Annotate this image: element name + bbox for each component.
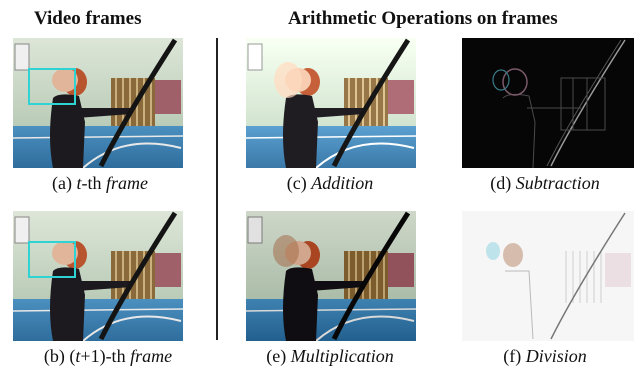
- caption-d-word: Subtraction: [515, 173, 600, 193]
- caption-a-mid: -th: [81, 173, 106, 193]
- caption-f-word: Division: [525, 346, 587, 366]
- division-image: [462, 211, 634, 341]
- caption-e-prefix: (e): [266, 346, 291, 366]
- caption-c-prefix: (c): [286, 173, 312, 193]
- caption-b-prefix: (b) (: [43, 346, 76, 366]
- caption-d-prefix: (d): [490, 173, 516, 193]
- caption-b: (b) (t+1)-th frame: [0, 346, 216, 367]
- caption-a-var: t: [76, 173, 82, 193]
- caption-a-prefix: (a): [52, 173, 77, 193]
- caption-a: (a) t-th frame: [0, 173, 200, 194]
- caption-d: (d) Subtraction: [450, 173, 640, 194]
- caption-a-word: frame: [106, 173, 148, 193]
- caption-b-var: t: [75, 346, 81, 366]
- caption-e: (e) Multiplication: [230, 346, 430, 367]
- caption-b-word: frame: [130, 346, 173, 366]
- caption-f: (f) Division: [450, 346, 640, 367]
- bounding-box: [28, 241, 76, 278]
- caption-e-word: Multiplication: [290, 346, 394, 366]
- frame-t-image: [13, 38, 183, 168]
- bounding-box: [28, 68, 76, 105]
- multiplication-image: [245, 211, 417, 341]
- caption-c: (c) Addition: [230, 173, 430, 194]
- video-frames-header: Video frames: [34, 8, 142, 29]
- caption-c-word: Addition: [311, 173, 374, 193]
- caption-b-mid: +1)-th: [80, 346, 131, 366]
- frame-t-plus-1-image: [13, 211, 183, 341]
- column-divider: [216, 38, 218, 340]
- arithmetic-operations-header: Arithmetic Operations on frames: [288, 8, 558, 29]
- subtraction-image: [462, 38, 634, 168]
- addition-image: [245, 38, 417, 168]
- caption-f-prefix: (f): [503, 346, 526, 366]
